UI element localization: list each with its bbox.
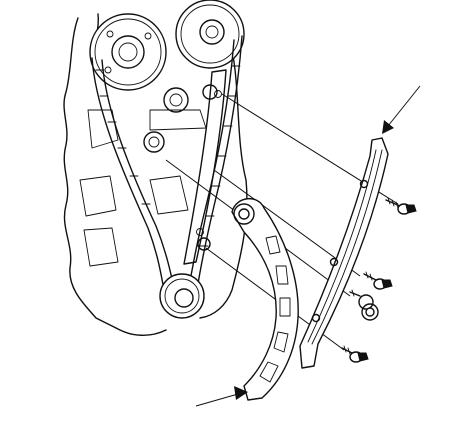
- engine-block: [63, 0, 248, 336]
- cam-chain-tensioner-arm: [231, 198, 299, 401]
- head-bosses: [79, 84, 218, 267]
- cam-chain-guide-a: [299, 137, 389, 369]
- crankshaft-sprocket: [159, 273, 205, 319]
- camshaft-sprocket-left: [89, 13, 167, 91]
- timing-chain: [91, 35, 243, 301]
- guide-bolt-top: [385, 197, 417, 215]
- arm-pivot-bolt: [349, 289, 379, 321]
- guide-bolt-bottom: [341, 345, 369, 363]
- guide-bolt-middle: [363, 271, 393, 290]
- camshaft-sprocket-right: [175, 0, 245, 69]
- tensioner-arm-pointer-arrow: [195, 386, 248, 407]
- chain-guide-pointer-arrow: [382, 85, 421, 134]
- fixed-chain-guide: [183, 69, 227, 265]
